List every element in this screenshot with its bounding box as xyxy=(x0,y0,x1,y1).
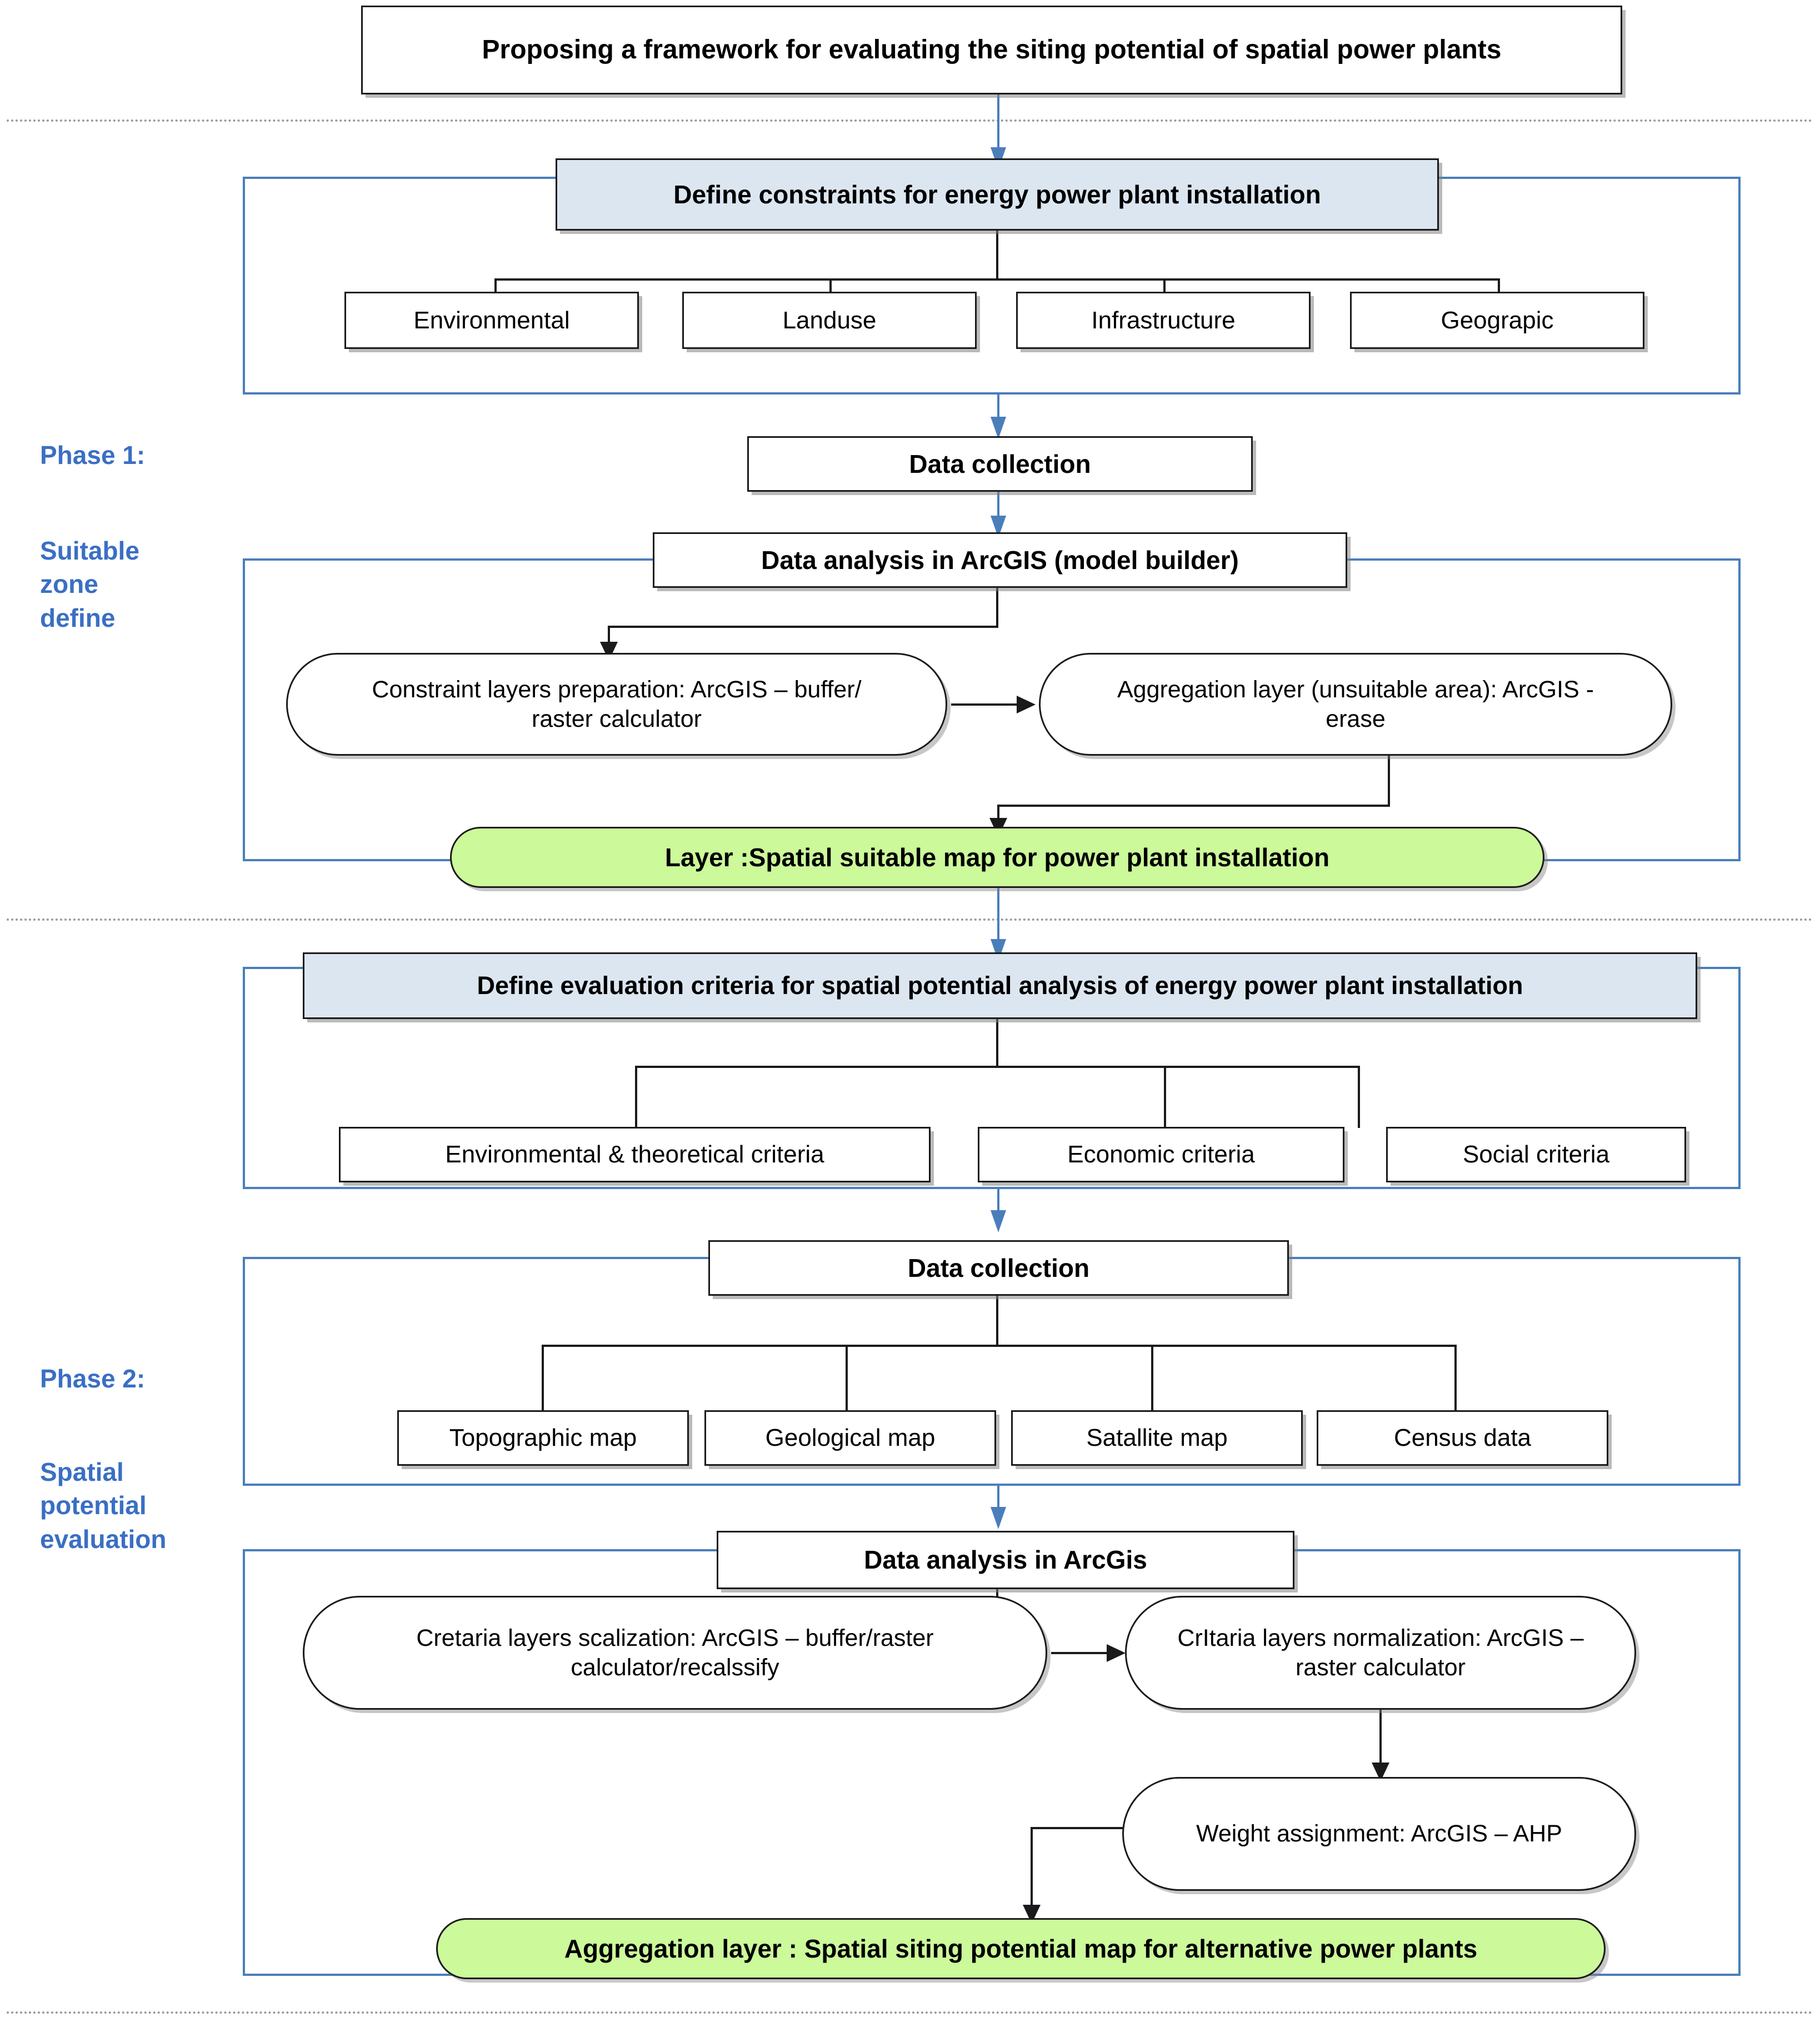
constraint-item-geographic-text: Geograpic xyxy=(1441,306,1554,334)
phase2-data-analysis-text: Data analysis in ArcGis xyxy=(864,1545,1147,1575)
criteria-item-economic: Economic criteria xyxy=(978,1127,1344,1182)
constraint-item-infrastructure: Infrastructure xyxy=(1016,292,1311,349)
connector-constraintsgroup-to-datacollection xyxy=(997,393,999,430)
phase-separator-top xyxy=(7,119,1813,122)
connector-analysis-stem xyxy=(996,588,998,628)
phase-1-sublabel-text: Suitable zone define xyxy=(40,536,139,633)
phase1-data-analysis-box: Data analysis in ArcGIS (model builder) xyxy=(653,532,1347,588)
connector-datacollection2-stem xyxy=(996,1296,998,1347)
connector-criteria-drop-2 xyxy=(1164,1066,1166,1128)
connector-phase1-to-phase2 xyxy=(997,888,999,955)
connector-aggregation-stem xyxy=(1388,756,1390,807)
connector-datacollection2-drop-1 xyxy=(542,1345,544,1411)
weight-assignment-text: Weight assignment: ArcGIS – AHP xyxy=(1196,1820,1562,1848)
arrowhead-criteriagroup-to-datacollection2 xyxy=(991,1210,1006,1232)
phase-separator-bottom xyxy=(7,2011,1813,2014)
phase2-data-collection-text: Data collection xyxy=(907,1253,1090,1282)
weight-assignment-box: Weight assignment: ArcGIS – AHP xyxy=(1122,1777,1636,1891)
phase2-result-layer-box: Aggregation layer : Spatial siting poten… xyxy=(436,1918,1606,1979)
aggregation-unsuitable-area-box: Aggregation layer (unsuitable area): Arc… xyxy=(1039,653,1672,756)
connector-aggregation-elbow xyxy=(997,805,1390,807)
phase2-data-analysis-box: Data analysis in ArcGis xyxy=(717,1531,1294,1589)
arrowhead-scalization-to-normalization xyxy=(1107,1644,1126,1662)
data-item-topographic-map-text: Topographic map xyxy=(449,1424,637,1452)
connector-title-to-constraints xyxy=(997,94,999,164)
criteria-item-environmental-theoretical: Environmental & theoretical criteria xyxy=(339,1127,931,1182)
define-constraints-header-text: Define constraints for energy power plan… xyxy=(673,179,1321,209)
phase1-data-analysis-text: Data analysis in ArcGIS (model builder) xyxy=(761,545,1239,575)
constraint-item-infrastructure-text: Infrastructure xyxy=(1091,306,1236,334)
define-constraints-header: Define constraints for energy power plan… xyxy=(556,158,1439,231)
connector-datacollection2-bus xyxy=(542,1345,1456,1347)
define-criteria-header-text: Define evaluation criteria for spatial p… xyxy=(477,971,1523,1000)
arrowhead-constraintprep-to-aggregation xyxy=(1017,696,1036,713)
constraint-item-landuse-text: Landuse xyxy=(782,306,877,334)
aggregation-unsuitable-area-text: Aggregation layer (unsuitable area): Arc… xyxy=(1117,676,1594,732)
data-item-census-data-text: Census data xyxy=(1393,1424,1532,1452)
criteria-item-social-text: Social criteria xyxy=(1462,1141,1610,1169)
criteria-layers-scalization-text: Cretaria layers scalization: ArcGIS – bu… xyxy=(416,1625,934,1681)
connector-datacollection2-drop-3 xyxy=(1151,1345,1153,1411)
arrowhead-constraintsgroup-to-datacollection xyxy=(991,417,1006,439)
connector-criteria-drop-3 xyxy=(1358,1066,1360,1128)
data-item-geological-map-text: Geological map xyxy=(765,1424,936,1452)
data-item-topographic-map: Topographic map xyxy=(397,1410,689,1466)
connector-constraints-stem xyxy=(996,231,998,279)
connector-criteria-bus xyxy=(635,1066,1360,1068)
phase-1-label-title: Phase 1: xyxy=(40,441,146,470)
phase-2-label: Phase 2: xyxy=(40,1334,145,1394)
connector-weight-drop xyxy=(1031,1827,1033,1920)
phase2-data-collection-box: Data collection xyxy=(708,1240,1289,1296)
connector-analysis-drop xyxy=(608,626,610,652)
constraint-item-landuse: Landuse xyxy=(682,292,977,349)
connector-weight-elbow xyxy=(1031,1827,1128,1829)
connector-criteriagroup-to-datacollection2 xyxy=(997,1188,999,1222)
define-criteria-header: Define evaluation criteria for spatial p… xyxy=(303,952,1697,1019)
criteria-layers-normalization-text: CrItaria layers normalization: ArcGIS – … xyxy=(1177,1625,1584,1681)
connector-criteria-stem xyxy=(996,1019,998,1067)
criteria-item-environmental-theoretical-text: Environmental & theoretical criteria xyxy=(445,1141,824,1169)
constraint-layers-preparation-box: Constraint layers preparation: ArcGIS – … xyxy=(286,653,947,756)
constraint-item-geographic: Geograpic xyxy=(1350,292,1644,349)
phase-separator-middle xyxy=(7,918,1813,921)
connector-datacollection2-drop-2 xyxy=(846,1345,848,1411)
data-item-census-data: Census data xyxy=(1317,1410,1608,1466)
phase2-result-layer-text: Aggregation layer : Spatial siting poten… xyxy=(564,1934,1478,1963)
criteria-layers-scalization-box: Cretaria layers scalization: ArcGIS – bu… xyxy=(303,1596,1047,1710)
connector-scalization-to-normalization xyxy=(1051,1652,1112,1654)
connector-analysis-elbow xyxy=(608,626,998,628)
data-item-satellite-map: Satallite map xyxy=(1011,1410,1303,1466)
criteria-layers-normalization-box: CrItaria layers normalization: ArcGIS – … xyxy=(1125,1596,1636,1710)
phase-1-sublabel: Suitable zone define xyxy=(40,500,139,635)
data-item-geological-map: Geological map xyxy=(704,1410,996,1466)
framework-title-box: Proposing a framework for evaluating the… xyxy=(361,6,1622,94)
criteria-item-social: Social criteria xyxy=(1386,1127,1686,1182)
connector-criteria-drop-1 xyxy=(635,1066,637,1128)
phase-2-label-title: Phase 2: xyxy=(40,1364,146,1393)
phase1-result-layer-box: Layer :Spatial suitable map for power pl… xyxy=(450,827,1544,888)
connector-constraints-bus xyxy=(494,278,1500,281)
phase1-result-layer-text: Layer :Spatial suitable map for power pl… xyxy=(664,842,1330,872)
connector-constraintprep-to-aggregation xyxy=(951,703,1022,706)
connector-datacollection2-drop-4 xyxy=(1454,1345,1457,1411)
connector-normalization-to-weight xyxy=(1379,1710,1382,1778)
phase-1-label: Phase 1: xyxy=(40,410,145,470)
phase1-data-collection-box: Data collection xyxy=(747,436,1253,492)
framework-title-text: Proposing a framework for evaluating the… xyxy=(482,34,1502,64)
connector-datacollection-to-dataanalysis xyxy=(997,492,999,530)
connector-aggregation-drop xyxy=(997,805,999,828)
arrowhead-datacollection2-to-dataanalysis2 xyxy=(991,1507,1006,1529)
data-item-satellite-map-text: Satallite map xyxy=(1086,1424,1228,1452)
phase-2-sublabel-text: Spatial potential evaluation xyxy=(40,1457,167,1554)
constraint-item-environmental-text: Environmental xyxy=(413,306,570,334)
phase1-data-collection-text: Data collection xyxy=(909,449,1091,478)
connector-datacollection2-to-dataanalysis2 xyxy=(997,1485,999,1519)
constraint-layers-preparation-text: Constraint layers preparation: ArcGIS – … xyxy=(372,676,862,732)
criteria-item-economic-text: Economic criteria xyxy=(1067,1141,1255,1169)
phase-2-sublabel: Spatial potential evaluation xyxy=(40,1421,167,1556)
constraint-item-environmental: Environmental xyxy=(344,292,639,349)
